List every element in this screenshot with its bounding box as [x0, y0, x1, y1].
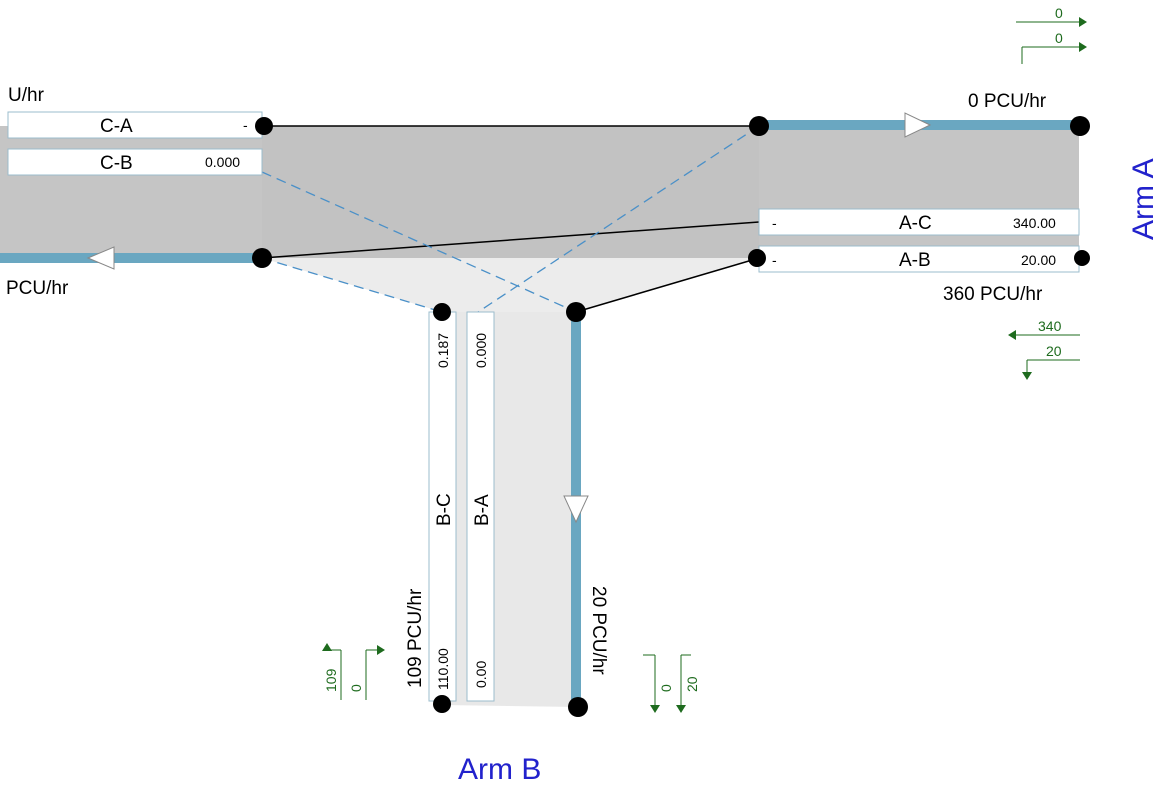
stream-box-a-b[interactable]: - A-B 20.00: [758, 245, 1080, 273]
turn-indicator-icon: [643, 654, 691, 713]
direction-arrow-icon: [563, 495, 589, 524]
stream-bottom: 0.00: [473, 661, 489, 688]
dashed-line-c-b: [261, 171, 577, 313]
stream-box-c-a[interactable]: C-A -: [7, 111, 263, 139]
arm-a-exit-flow: 0 PCU/hr: [968, 91, 1047, 112]
stream-left: -: [772, 215, 777, 231]
stream-value: -: [243, 117, 248, 133]
indicator-value: 0: [1055, 30, 1063, 46]
arm-b-entry-flow: 109 PCU/hr: [405, 588, 426, 688]
indicator-value: 20: [1046, 343, 1062, 359]
stream-value: 20.00: [1021, 252, 1056, 268]
direction-arrow-icon: [904, 112, 932, 138]
stream-box-b-a[interactable]: 0.000 B-A 0.00: [466, 311, 495, 702]
arm-c-exit-flow: PCU/hr: [6, 278, 69, 299]
stream-name: C-A: [100, 116, 133, 137]
arm-b-label: Arm B: [458, 753, 541, 786]
stream-box-c-b[interactable]: C-B 0.000: [7, 148, 263, 176]
node-icon: [252, 116, 1090, 717]
stream-value: 340.00: [1013, 215, 1056, 231]
junction-throat: [262, 258, 759, 312]
turn-indicator-icon: [322, 643, 385, 700]
turn-indicator-icon: [1008, 330, 1080, 380]
indicator-value: 0: [658, 684, 674, 692]
arm-b-exit-flow: 20 PCU/hr: [588, 586, 609, 675]
stream-line-a-b: [575, 257, 760, 313]
indicator-value: 20: [684, 676, 700, 692]
stream-bottom: 110.00: [435, 648, 451, 690]
arm-a-label: Arm A: [1127, 158, 1158, 240]
stream-left: -: [772, 252, 777, 268]
direction-arrow-icon: [86, 246, 115, 270]
stream-top: 0.187: [435, 333, 451, 368]
indicator-value: 0: [1055, 5, 1063, 21]
stream-name: A-C: [899, 213, 932, 234]
junction-centre: [262, 126, 759, 258]
indicator-value: 0: [348, 684, 364, 692]
stream-name: B-A: [472, 494, 493, 526]
indicator-value: 340: [1038, 318, 1062, 334]
stream-value: 0.000: [205, 154, 240, 170]
dashed-line-b-a: [477, 125, 760, 313]
arm-a-entry-flow: 360 PCU/hr: [943, 284, 1043, 305]
stream-box-a-c[interactable]: - A-C 340.00: [758, 208, 1080, 236]
arm-c-entry-flow: U/hr: [8, 85, 45, 106]
stream-line-a-c: [261, 221, 760, 259]
arm-c-road: [0, 126, 262, 258]
turn-indicator-icon: [1016, 17, 1087, 64]
stream-box-b-c[interactable]: 0.187 B-C 110.00: [428, 311, 457, 702]
stream-name: B-C: [434, 493, 455, 526]
stream-name: C-B: [100, 153, 133, 174]
arm-c-exit-lane: [0, 253, 262, 263]
indicator-value: 109: [323, 668, 339, 692]
arm-a-road: [759, 126, 1079, 258]
stream-top: 0.000: [473, 333, 489, 368]
stream-name: A-B: [899, 250, 931, 271]
arm-b-road: [442, 312, 578, 707]
